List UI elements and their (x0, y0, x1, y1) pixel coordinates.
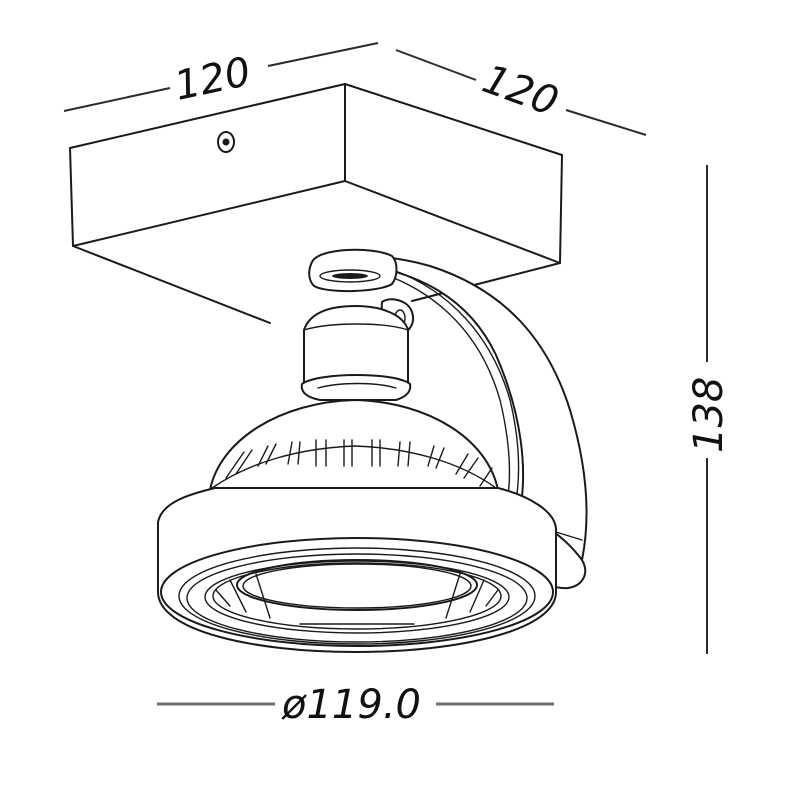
square-base-box (69, 83, 563, 324)
mounting-screw (217, 131, 235, 153)
dimension-label-width: 120 (171, 49, 255, 110)
dimension-base-width: 120 (63, 42, 379, 112)
dimension-label-height: 138 (686, 377, 732, 453)
dimension-lamp-diameter: ø119.0 (157, 682, 554, 728)
dimension-base-depth: 120 (395, 49, 647, 136)
dimension-label-diameter: ø119.0 (281, 682, 421, 728)
lamp-housing (209, 399, 499, 491)
lens-ring (157, 487, 557, 653)
dimension-label-depth: 120 (477, 56, 564, 125)
dimension-total-height: 138 (686, 165, 732, 654)
cooling-fins (225, 439, 493, 487)
swivel-joint (300, 248, 414, 401)
reflector-segments (215, 573, 499, 625)
